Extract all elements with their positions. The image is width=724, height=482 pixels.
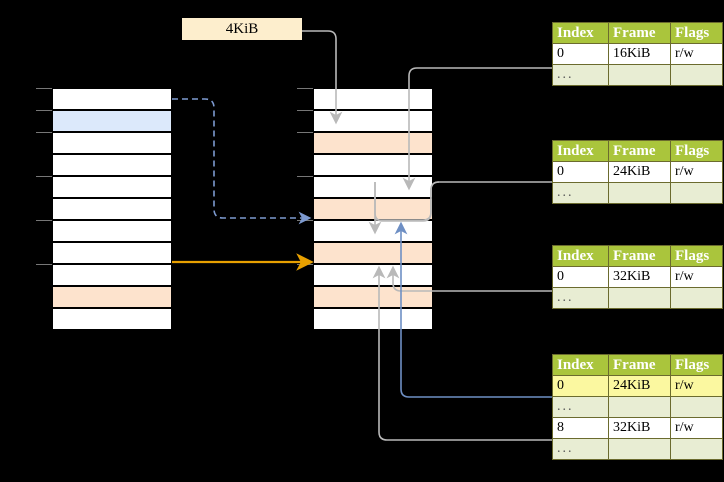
page-table-level-2-row-0-frm: 24KiB xyxy=(608,161,671,183)
physical-memory-tick-4 xyxy=(297,176,313,177)
page-table-level-3-row-1-frm xyxy=(608,287,671,309)
page-table-level-4-row-2-idx: 8 xyxy=(552,417,609,439)
wire-virtual-blue-to-physical-row-7 xyxy=(172,98,312,225)
virtual-address-space-tick-4 xyxy=(36,176,52,177)
page-table-level-2-header-flg: Flags xyxy=(670,140,723,162)
virtual-address-space-tick-1 xyxy=(36,110,52,111)
page-table-level-1-header-frm: Frame xyxy=(608,22,671,44)
page-table-level-3-row-0-flg: r/w xyxy=(670,266,723,288)
page-table-level-2-row-1-frm xyxy=(608,182,671,204)
page-table-level-4-row-3[interactable]: ... xyxy=(552,438,723,460)
virtual-address-space-tick-0 xyxy=(36,88,52,89)
physical-memory-row-0 xyxy=(313,88,433,110)
page-table-level-4-row-0-frm: 24KiB xyxy=(608,375,671,397)
virtual-address-space-row-1 xyxy=(52,110,172,132)
page-table-level-1-row-1[interactable]: ... xyxy=(552,64,723,86)
virtual-address-space-row-10 xyxy=(52,308,172,330)
virtual-address-space-row-9 xyxy=(52,286,172,308)
page-table-level-4-row-2-frm: 32KiB xyxy=(608,417,671,439)
page-table-level-2-header-idx: Index xyxy=(552,140,609,162)
physical-memory-row-10 xyxy=(313,308,433,330)
physical-memory-row-2 xyxy=(313,132,433,154)
physical-memory-tick-6 xyxy=(297,220,313,221)
physical-memory-tick-1 xyxy=(297,110,313,111)
physical-memory-row-8 xyxy=(313,264,433,286)
page-table-level-4-row-0-idx: 0 xyxy=(552,375,609,397)
physical-memory-row-5 xyxy=(313,198,433,220)
virtual-address-space-row-3 xyxy=(52,154,172,176)
page-table-level-1-row-1-flg xyxy=(670,64,723,86)
page-table-level-4-row-1-idx: ... xyxy=(552,396,609,418)
page-table-level-2-row-0-flg: r/w xyxy=(670,161,723,183)
page-table-level-1-row-0-idx: 0 xyxy=(552,43,609,65)
page-table-level-1-row-1-idx: ... xyxy=(552,64,609,86)
page-table-level-3-header-frm: Frame xyxy=(608,245,671,267)
page-table-level-1-row-0-flg: r/w xyxy=(670,43,723,65)
page-table-level-4-row-2-flg: r/w xyxy=(670,417,723,439)
page-table-level-3-row-1-idx: ... xyxy=(552,287,609,309)
physical-memory-row-7 xyxy=(313,242,433,264)
page-table-level-4-row-1-flg xyxy=(670,396,723,418)
page-table-level-2-row-0-idx: 0 xyxy=(552,161,609,183)
page-table-level-3-row-0-frm: 32KiB xyxy=(608,266,671,288)
virtual-address-space-row-2 xyxy=(52,132,172,154)
physical-memory-tick-0 xyxy=(297,88,313,89)
physical-memory-tick-8 xyxy=(297,264,313,265)
physical-memory-row-6 xyxy=(313,220,433,242)
physical-memory-row-1 xyxy=(313,110,433,132)
page-table-level-4-row-0-flg: r/w xyxy=(670,375,723,397)
page-table-level-1-row-1-frm xyxy=(608,64,671,86)
virtual-address-space-row-6 xyxy=(52,220,172,242)
page-table-level-4-row-3-frm xyxy=(608,438,671,460)
page-table-level-4-row-1-frm xyxy=(608,396,671,418)
page-table-level-4-header-flg: Flags xyxy=(670,354,723,376)
virtual-address-space-row-0 xyxy=(52,88,172,110)
page-table-level-3-header-flg: Flags xyxy=(670,245,723,267)
page-table-level-1-header-flg: Flags xyxy=(670,22,723,44)
page-table-level-4-header-frm: Frame xyxy=(608,354,671,376)
page-table-level-4-row-3-idx: ... xyxy=(552,438,609,460)
physical-memory-tick-2 xyxy=(297,132,313,133)
page-table-level-1-header-idx: Index xyxy=(552,22,609,44)
physical-memory-row-4 xyxy=(313,176,433,198)
page-table-level-4-row-1[interactable]: ... xyxy=(552,396,723,418)
physical-memory-row-9 xyxy=(313,286,433,308)
page-table-level-2-row-1-idx: ... xyxy=(552,182,609,204)
page-table-level-3-row-1-flg xyxy=(670,287,723,309)
page-table-level-3-row-1[interactable]: ... xyxy=(552,287,723,309)
frame-size-label: 4KiB xyxy=(182,18,302,40)
page-table-level-2-row-1-flg xyxy=(670,182,723,204)
virtual-address-space-row-4 xyxy=(52,176,172,198)
virtual-address-space-tick-6 xyxy=(36,220,52,221)
virtual-address-space-row-7 xyxy=(52,242,172,264)
page-table-level-4-header-idx: Index xyxy=(552,354,609,376)
virtual-address-space-tick-8 xyxy=(36,264,52,265)
virtual-address-space-row-8 xyxy=(52,264,172,286)
page-table-level-3-row-0-idx: 0 xyxy=(552,266,609,288)
page-table-level-2-row-1[interactable]: ... xyxy=(552,182,723,204)
page-table-level-1-row-0-frm: 16KiB xyxy=(608,43,671,65)
page-table-level-4-row-3-flg xyxy=(670,438,723,460)
page-table-level-2-header-frm: Frame xyxy=(608,140,671,162)
virtual-address-space-row-5 xyxy=(52,198,172,220)
physical-memory-row-3 xyxy=(313,154,433,176)
virtual-address-space-tick-2 xyxy=(36,132,52,133)
page-table-level-3-header-idx: Index xyxy=(552,245,609,267)
